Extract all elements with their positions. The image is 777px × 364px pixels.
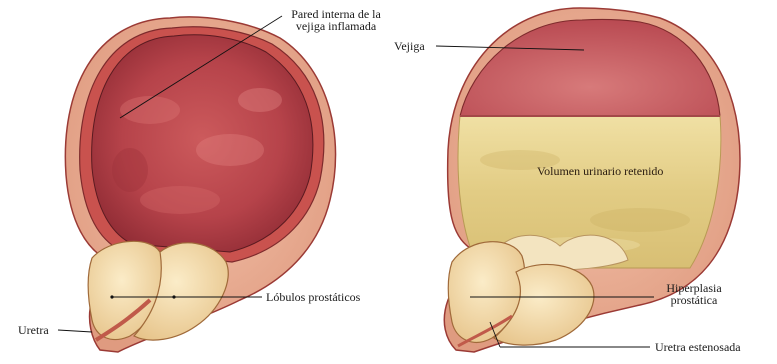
label-inflamed-wall-line2: vejiga inflamada bbox=[276, 20, 396, 32]
label-bladder: Vejiga bbox=[394, 40, 425, 52]
label-hyperplasia-line2: prostática bbox=[654, 294, 734, 306]
label-prostatic-lobes: Lóbulos prostáticos bbox=[266, 291, 360, 303]
label-hyperplasia: Hiperplasia prostática bbox=[654, 282, 734, 306]
label-urethra: Uretra bbox=[18, 324, 49, 336]
leader-urethra bbox=[58, 330, 92, 332]
label-inflamed-wall: Pared interna de la vejiga inflamada bbox=[276, 8, 396, 32]
label-stenosed-urethra: Uretra estenosada bbox=[655, 341, 741, 353]
label-retained-volume: Volumen urinario retenido bbox=[537, 164, 663, 179]
